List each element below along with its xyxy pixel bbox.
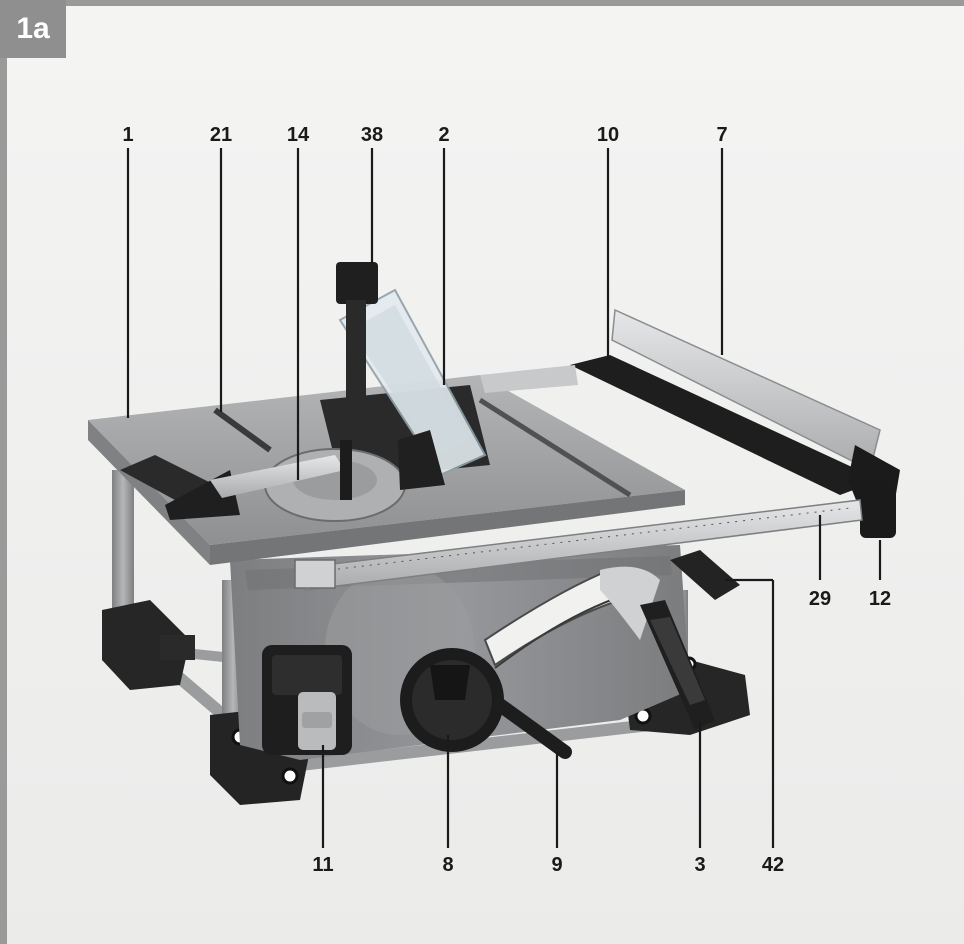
callout-8: 8	[442, 854, 453, 876]
fence-lock-knob	[860, 480, 896, 538]
callout-14: 14	[287, 124, 310, 146]
leader-lines	[126, 148, 882, 848]
callout-1: 1	[122, 124, 133, 146]
callout-29: 29	[809, 588, 831, 610]
rip-fence	[570, 308, 900, 510]
callout-3: 3	[694, 854, 705, 876]
riving-knife	[398, 430, 445, 490]
callout-11: 11	[312, 854, 333, 876]
switch-housing	[262, 645, 352, 755]
height-handwheel	[400, 648, 504, 752]
callout-12: 12	[869, 588, 891, 610]
figure-tag: 1a	[0, 0, 66, 58]
callout-38: 38	[361, 124, 383, 146]
bevel-lock-lever	[493, 698, 572, 759]
callout-42: 42	[762, 854, 784, 876]
front-rail-scale	[294, 499, 863, 591]
callout-21: 21	[210, 124, 232, 146]
callout-2: 2	[438, 124, 449, 146]
rear-rail	[480, 365, 578, 393]
tilt-handle	[670, 550, 740, 600]
callout-7: 7	[716, 124, 727, 146]
callout-10: 10	[597, 124, 619, 146]
callout-9: 9	[551, 854, 562, 876]
callout-labels: 1 21 14 38 2 10 7 29 12 11 8 9 3 42	[122, 124, 891, 876]
bevel-scale	[483, 566, 660, 669]
blade-guard	[336, 262, 487, 477]
accessory-holder	[640, 600, 715, 730]
